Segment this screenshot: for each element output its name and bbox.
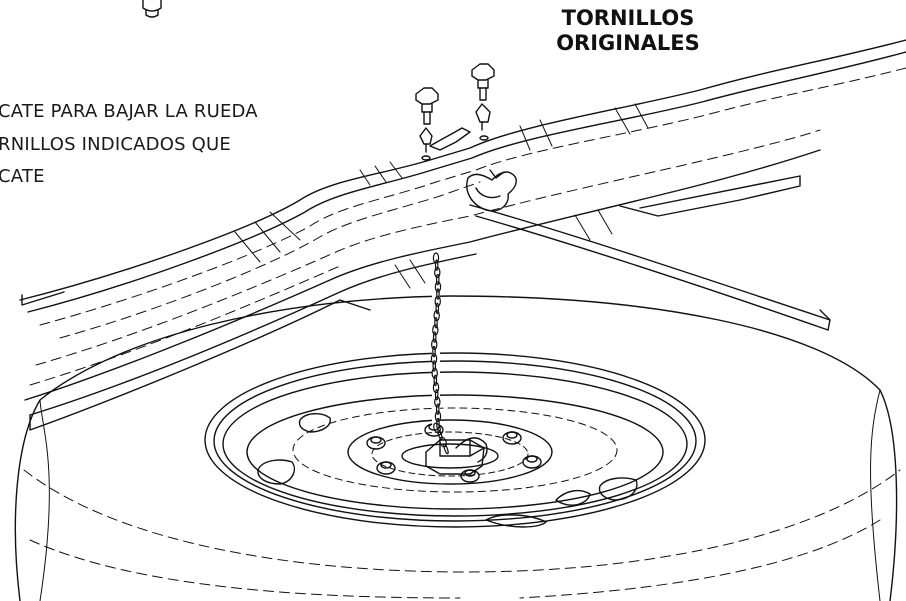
tie-down-clip-icon [466,171,517,212]
chain-icon [430,252,449,455]
vent-slot-bottom [485,514,547,528]
chain-link [434,295,441,307]
chain-link [434,316,438,329]
partial-bolt-icon [142,0,162,18]
callout-line-1: TORNILLOS [561,6,695,30]
chain-link [434,266,441,278]
chain-link [435,403,440,415]
chain-link [443,443,449,455]
original-bolts-callout: TORNILLOS ORIGINALES [530,6,726,56]
chain-link [437,429,443,441]
chain-link [433,374,438,387]
winch-hook-icon [425,437,488,475]
chain-link [434,259,439,271]
instruction-line-3: CATE [0,166,45,187]
chain-link [434,396,441,408]
bolt-bracket [429,127,471,151]
chain-link [439,436,447,448]
chain-link [434,410,442,422]
bolt-icon [415,87,439,161]
chain-link [432,360,437,372]
chain-link [430,353,438,365]
instruction-line-1: CATE PARA BAJAR LA RUEDA [0,101,258,122]
spare-tire [14,295,901,601]
vent-slot-upper-left [298,413,331,433]
chain-link [436,288,440,300]
chain-link [434,388,439,401]
tie-down-cable [466,169,831,331]
chain-link [434,281,442,293]
chain-link [435,273,440,286]
frame-rails [19,39,906,431]
vent-slot-rim-right [555,489,591,506]
vent-slot-left [257,459,296,485]
chain-link [431,338,438,350]
chain-link [435,302,440,315]
chain-link [432,331,437,343]
chain-link [432,345,436,358]
chain-link [433,422,441,434]
callout-line-2: ORIGINALES [556,30,700,55]
instruction-line-2: RNILLOS INDICADOS QUE [0,134,231,155]
bolt-icon-2 [471,63,495,141]
vent-slot-right [598,477,638,501]
